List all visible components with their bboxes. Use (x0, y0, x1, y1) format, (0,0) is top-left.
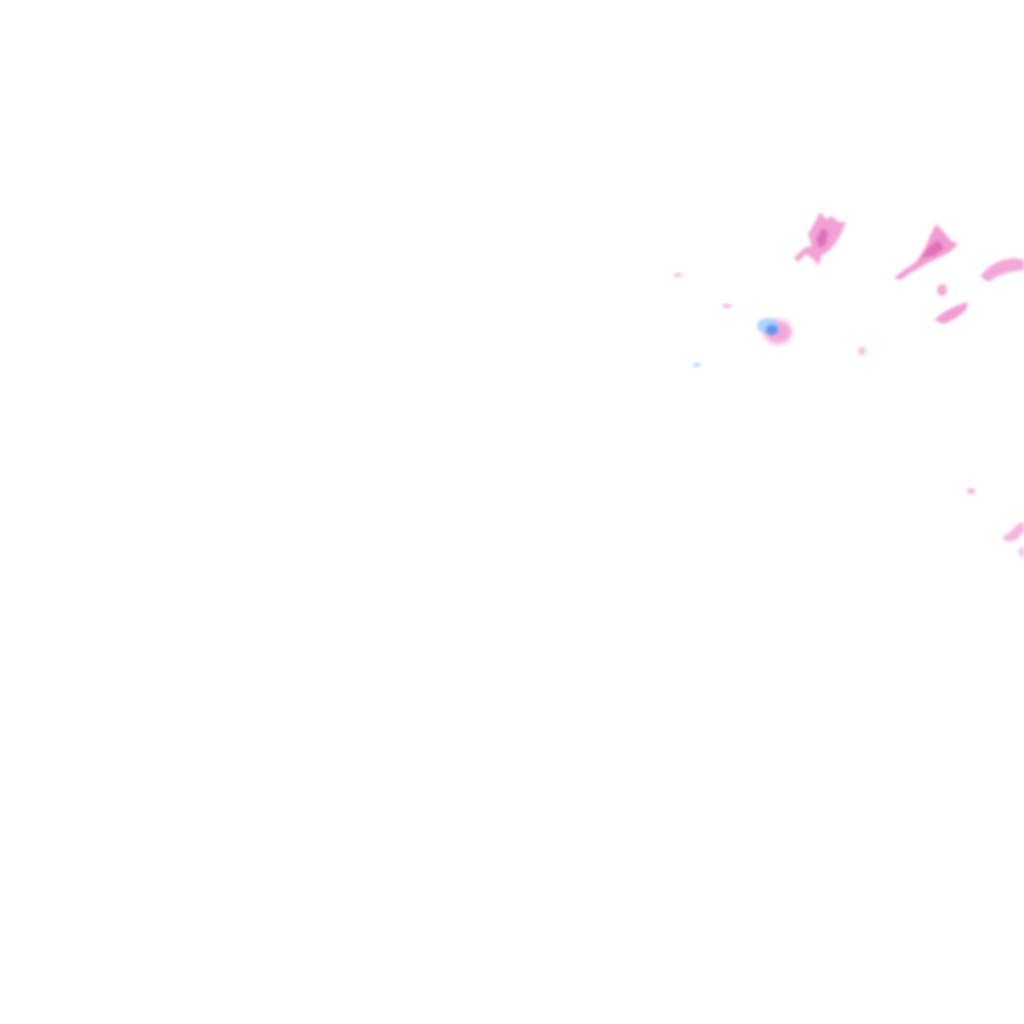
echo-speck-3 (858, 347, 866, 355)
echo-cell-east-edge (1002, 522, 1024, 558)
echo-speck-4 (693, 363, 701, 367)
echo-cell-north-a (794, 212, 846, 266)
echo-cell-center (757, 318, 792, 344)
echo-speck-5 (967, 488, 975, 494)
echo-cell-northeast (980, 258, 1024, 282)
echo-speck-1 (673, 273, 683, 277)
echo-cell-east-small (937, 284, 947, 296)
echo-speck-2 (722, 304, 732, 308)
echo-cell-east-streak (934, 302, 968, 324)
echo-cell-north-b (894, 224, 958, 280)
